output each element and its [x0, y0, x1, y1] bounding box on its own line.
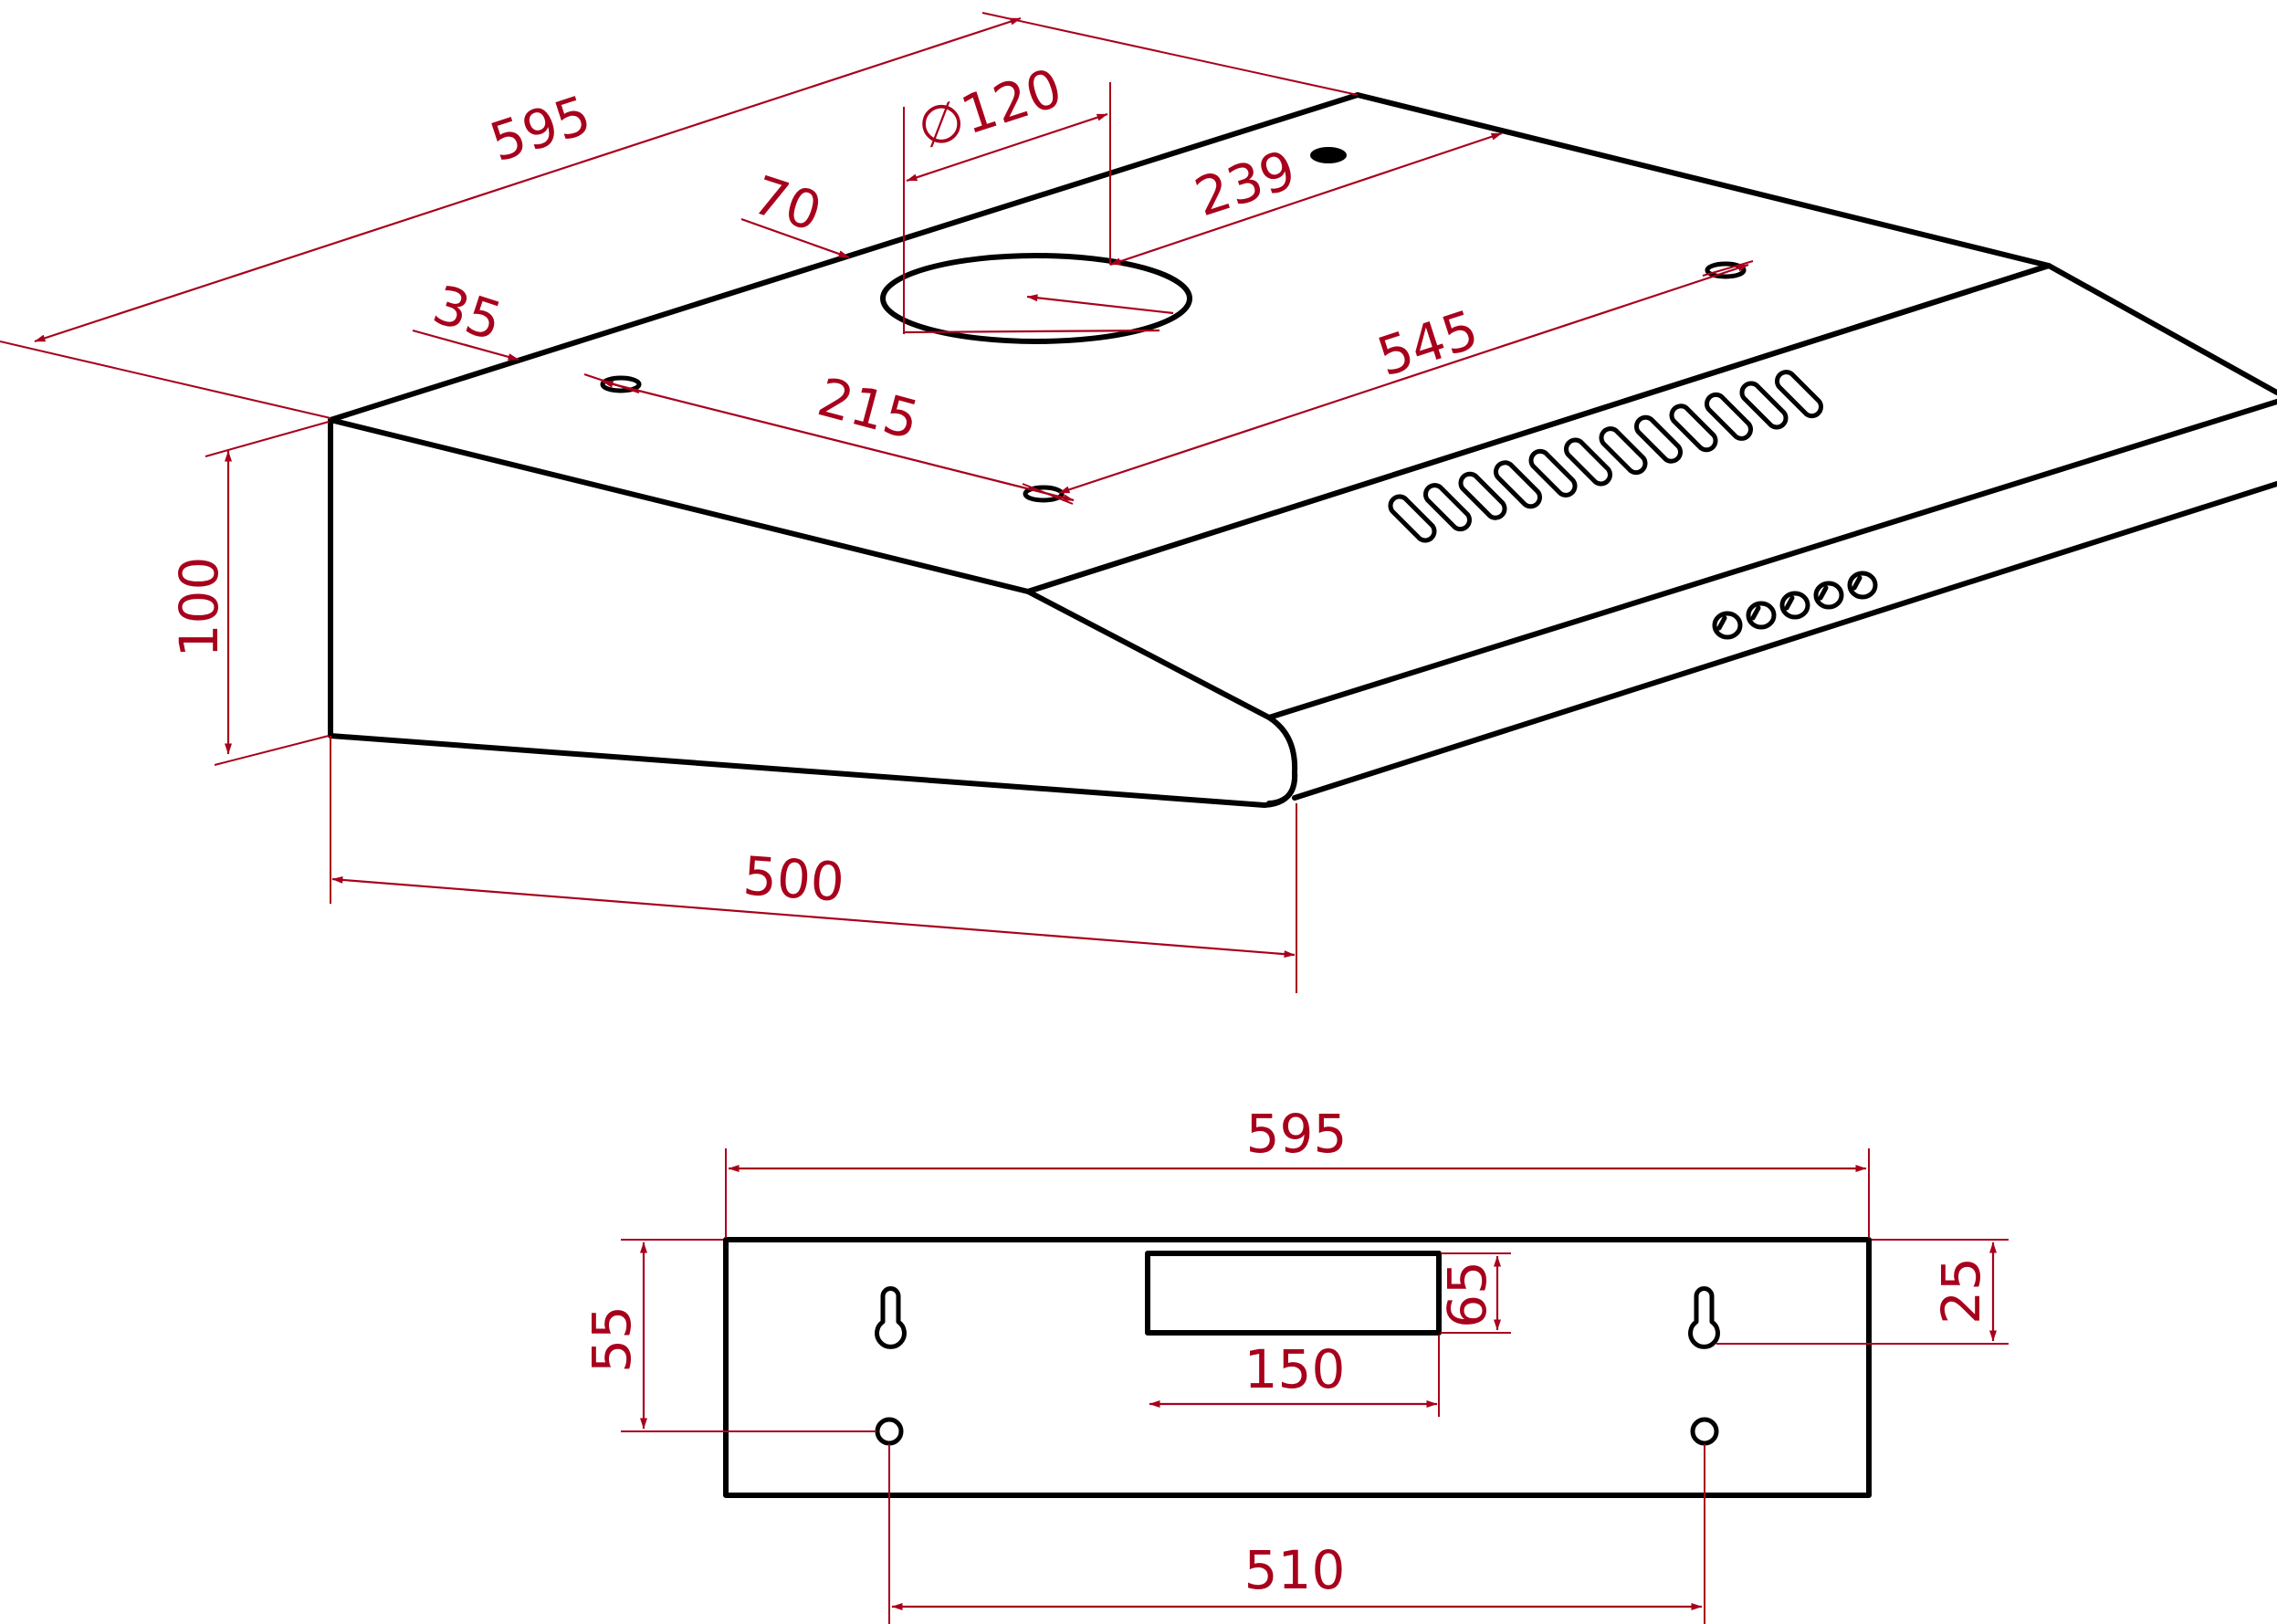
dim-55: 55 [581, 1305, 643, 1373]
rear-hole-right [1690, 1417, 1719, 1446]
top-view-dimensions: 595 ∅120 70 239 35 215 545 100 [0, 12, 1754, 993]
control-knob [1712, 611, 1743, 640]
rear-panel [723, 1237, 1872, 1498]
control-knob-marker [1750, 605, 1761, 621]
hood-isometric-view [328, 92, 2277, 808]
dim-595-rear: 595 [1246, 1103, 1348, 1165]
dim-239: 239 [1188, 139, 1303, 229]
control-knob [1746, 601, 1777, 630]
control-knobs [1712, 571, 1878, 640]
keyhole-right-icon [1688, 1286, 1720, 1349]
dim-510: 510 [1244, 1539, 1346, 1601]
dim-70: 70 [746, 163, 829, 243]
vent-slot [1775, 370, 1823, 419]
dim-545: 545 [1370, 299, 1485, 389]
dim-duct-diameter: ∅120 [910, 57, 1069, 161]
dim-100: 100 [168, 557, 230, 658]
dim-150: 150 [1244, 1338, 1346, 1400]
hood-rear-view [723, 1237, 1872, 1498]
dim-25: 25 [1930, 1257, 1992, 1325]
dim-65: 65 [1436, 1261, 1498, 1328]
control-knob-marker [1784, 595, 1795, 611]
dim-500: 500 [741, 844, 846, 914]
control-knob-marker [1818, 585, 1829, 601]
vent-slot [1388, 494, 1437, 543]
hood-side-panel [328, 417, 1298, 808]
hood-front-fascia [1025, 263, 2277, 806]
cable-hole [1310, 147, 1347, 163]
dim-595-top: 595 [483, 84, 598, 174]
control-knob-marker [1716, 615, 1727, 631]
rear-hole-left [875, 1417, 904, 1446]
control-knob-marker [1852, 575, 1863, 591]
control-knob [1779, 591, 1810, 620]
rear-slot [1145, 1251, 1442, 1336]
dim-35: 35 [426, 273, 509, 352]
control-knob [1847, 571, 1878, 600]
rear-view-dimensions: 595 65 150 25 55 510 [581, 1103, 2009, 1624]
control-knob [1813, 581, 1844, 610]
keyhole-left-icon [875, 1286, 907, 1349]
